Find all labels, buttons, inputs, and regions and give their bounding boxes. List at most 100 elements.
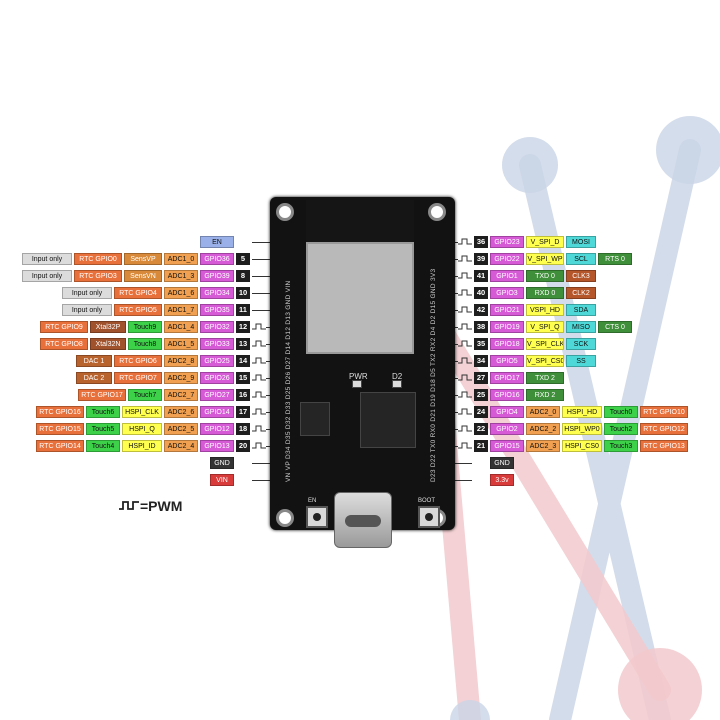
usb-serial-chip	[360, 392, 416, 448]
left-pin-label: ADC2_6	[164, 406, 198, 418]
right-pin-label: SS	[566, 355, 596, 367]
usb-c-port	[334, 492, 392, 548]
right-pin-label: RTC GPIO10	[640, 406, 688, 418]
pin-connector-line	[452, 429, 458, 430]
pwm-wave-icon	[458, 255, 472, 262]
pin-connector-line	[266, 361, 272, 362]
right-pin-label: HSPI_CS0	[562, 440, 602, 452]
left-pin-label: Touch5	[86, 423, 120, 435]
pwm-wave-icon	[458, 374, 472, 381]
pin-connector-line	[252, 242, 272, 243]
left-pin-label: Xtal32N	[90, 338, 126, 350]
right-pin-number: 24	[474, 406, 488, 418]
right-pin-label: CLK2	[566, 287, 596, 299]
pin-connector-line	[452, 480, 472, 481]
right-pin-label: HSPI_HD	[562, 406, 602, 418]
right-pin-label: GPIO16	[490, 389, 524, 401]
right-pin-label: GPIO1	[490, 270, 524, 282]
pwm-wave-icon	[458, 306, 472, 313]
pin-connector-line	[452, 412, 458, 413]
left-pin-label: GPIO35	[200, 304, 234, 316]
left-pin-label: GPIO39	[200, 270, 234, 282]
pin-connector-line	[266, 429, 272, 430]
pwm-wave-icon	[458, 408, 472, 415]
led-pwr	[352, 380, 362, 388]
pwm-wave-icon	[252, 442, 266, 449]
left-pin-number: 15	[236, 372, 250, 384]
right-pin-label: TXD 2	[526, 372, 564, 384]
pin-connector-line	[452, 344, 458, 345]
pin-connector-line	[266, 327, 272, 328]
pin-connector-line	[266, 344, 272, 345]
pwm-legend: =PWM	[118, 498, 182, 514]
left-pin-label: GPIO34	[200, 287, 234, 299]
right-pin-number: 27	[474, 372, 488, 384]
left-pin-label: RTC GPIO3	[74, 270, 122, 282]
pwm-wave-icon	[252, 323, 266, 330]
left-pin-label: Input only	[62, 304, 112, 316]
right-pin-label: GPIO15	[490, 440, 524, 452]
left-pin-label: DAC 2	[76, 372, 112, 384]
left-pin-label: GPIO33	[200, 338, 234, 350]
right-pin-label: VSPI_HD	[526, 304, 564, 316]
right-pin-number: 34	[474, 355, 488, 367]
left-pin-number: 16	[236, 389, 250, 401]
left-pin-number: 10	[236, 287, 250, 299]
pwm-wave-icon	[458, 357, 472, 364]
left-pin-number: 8	[236, 270, 250, 282]
pin-connector-line	[252, 463, 272, 464]
left-pin-label: Touch4	[86, 440, 120, 452]
pwm-wave-icon	[458, 323, 472, 330]
left-pin-label: GPIO12	[200, 423, 234, 435]
left-pin-label: GPIO26	[200, 372, 234, 384]
right-pin-label: Touch3	[604, 440, 638, 452]
right-pin-label: Touch2	[604, 423, 638, 435]
left-pin-label: ADC1_6	[164, 287, 198, 299]
right-pin-label: SCK	[566, 338, 596, 350]
pin-connector-line	[452, 395, 458, 396]
right-pin-label: V_SPI_CS0	[526, 355, 564, 367]
en-reset-button[interactable]	[306, 506, 328, 528]
pin-connector-line	[452, 259, 458, 260]
left-pin-label: ADC1_0	[164, 253, 198, 265]
right-pin-number: 25	[474, 389, 488, 401]
left-pin-number: 12	[236, 321, 250, 333]
left-pin-label: ADC2_5	[164, 423, 198, 435]
right-pin-label: V_SPI_CLK	[526, 338, 564, 350]
right-pin-label: SDA	[566, 304, 596, 316]
right-pin-label: MOSI	[566, 236, 596, 248]
right-pin-label: CTS 0	[598, 321, 632, 333]
left-pin-label: RTC GPIO5	[114, 304, 162, 316]
right-pin-number: 21	[474, 440, 488, 452]
pin-connector-line	[452, 361, 458, 362]
left-pin-label: Touch9	[128, 321, 162, 333]
left-pin-label: GPIO36	[200, 253, 234, 265]
right-pin-label: ADC2_0	[526, 406, 560, 418]
right-silk-pin-names: D23 D22 TX0 RX0 D21 D19 D18 D5 TX2 RX2 D…	[430, 268, 437, 482]
left-silk-pin-names: VN VP D34 D35 D32 D33 D25 D26 D27 D14 D1…	[285, 280, 292, 482]
pin-connector-line	[452, 463, 472, 464]
pwm-wave-icon	[458, 425, 472, 432]
boot-button[interactable]	[418, 506, 440, 528]
left-pin-label: ADC2_9	[164, 372, 198, 384]
pwm-wave-icon	[252, 408, 266, 415]
right-pin-label: GPIO21	[490, 304, 524, 316]
left-pin-label: VIN	[210, 474, 234, 486]
left-pin-label: RTC GPIO4	[114, 287, 162, 299]
left-pin-label: EN	[200, 236, 234, 248]
right-pin-label: CLK3	[566, 270, 596, 282]
left-pin-label: RTC GPIO0	[74, 253, 122, 265]
left-pin-label: RTC GPIO8	[40, 338, 88, 350]
left-pin-number: 17	[236, 406, 250, 418]
pin-connector-line	[252, 480, 272, 481]
pwm-wave-icon	[458, 238, 472, 245]
pwm-legend-text: =PWM	[140, 498, 183, 514]
left-pin-label: RTC GPIO14	[36, 440, 84, 452]
left-pin-label: Touch6	[86, 406, 120, 418]
pin-connector-line	[452, 378, 458, 379]
right-pin-label: V_SPI_WP	[526, 253, 564, 265]
pin-connector-line	[452, 293, 458, 294]
left-pin-label: Input only	[62, 287, 112, 299]
right-pin-number: 39	[474, 253, 488, 265]
left-pin-label: DAC 1	[76, 355, 112, 367]
